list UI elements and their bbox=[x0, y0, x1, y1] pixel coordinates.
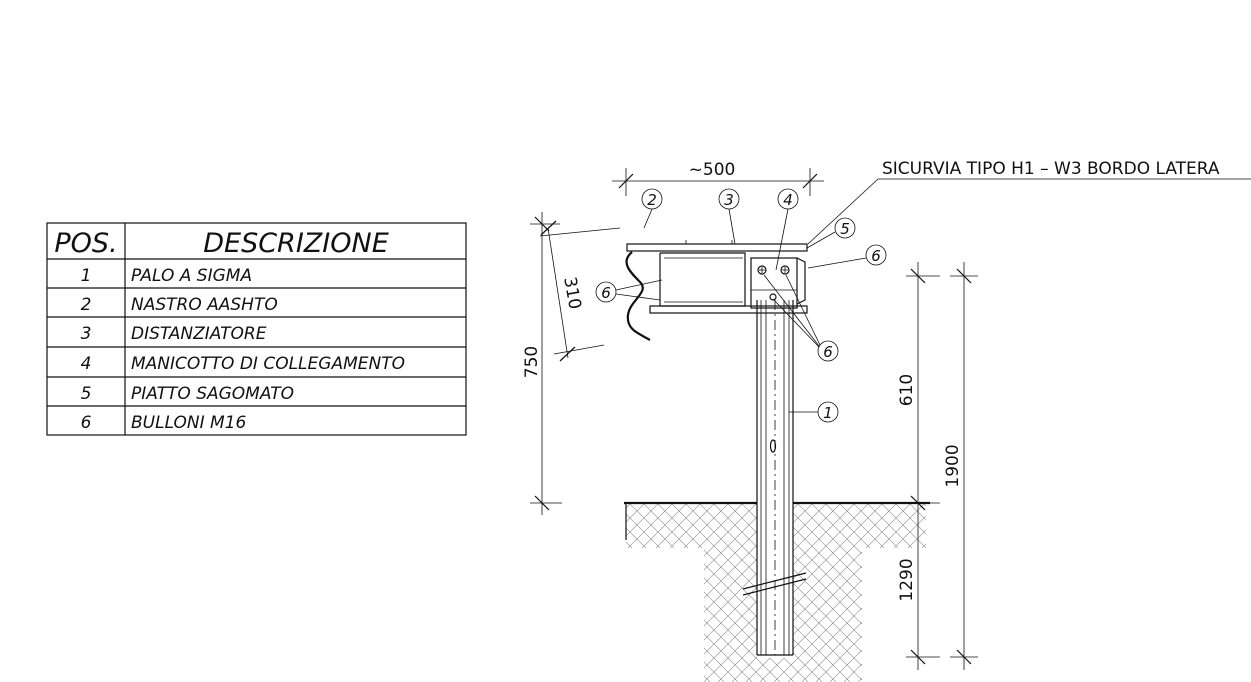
callout-circle bbox=[865, 244, 887, 266]
callout-label: 1 bbox=[823, 404, 833, 422]
callout-label: 6 bbox=[871, 247, 881, 265]
spacer-body bbox=[660, 252, 746, 307]
table-cell-pos: 6 bbox=[81, 413, 92, 433]
callout-label: 6 bbox=[601, 284, 611, 302]
bolt-icon bbox=[769, 293, 777, 301]
table-cell-description: NASTRO AASHTO bbox=[131, 295, 278, 315]
spacer-bottom-plate bbox=[649, 305, 808, 314]
break-line bbox=[742, 572, 807, 590]
callout-label: 5 bbox=[840, 220, 850, 238]
dimension-610-label: 610 bbox=[897, 374, 917, 406]
callout-label: 4 bbox=[783, 191, 793, 209]
title-leader-line bbox=[807, 178, 879, 245]
table-cell-pos: 4 bbox=[81, 354, 92, 374]
bolt-icon bbox=[780, 265, 790, 275]
post-hole bbox=[769, 439, 777, 453]
bolt-icon bbox=[757, 265, 767, 275]
table-header-pos: POS. bbox=[54, 228, 117, 259]
title-text: SICURVIA TIPO H1 – W3 BORDO LATERA bbox=[882, 159, 1220, 179]
dimension-310-label: 310 bbox=[559, 275, 584, 310]
table-cell-description: MANICOTTO DI COLLEGAMENTO bbox=[131, 354, 405, 374]
callout-label: 3 bbox=[724, 191, 734, 209]
dimension-1900-label: 1900 bbox=[943, 444, 963, 487]
table-cell-pos: 3 bbox=[81, 324, 92, 344]
dimension-1290-label: 1290 bbox=[897, 558, 917, 601]
table-cell-description: BULLONI M16 bbox=[131, 413, 247, 433]
drawing-title: SICURVIA TIPO H1 – W3 BORDO LATERA bbox=[807, 159, 1251, 245]
connection-sleeve bbox=[750, 257, 798, 309]
callout-circle bbox=[834, 217, 856, 239]
shaped-plate bbox=[796, 257, 806, 305]
table-cell-description: PIATTO SAGOMATO bbox=[131, 384, 294, 404]
table-cell-description: DISTANZIATORE bbox=[131, 324, 267, 344]
break-line bbox=[742, 578, 807, 596]
components-table: POS. DESCRIZIONE 1 PALO A SIGMA 2 NASTRO… bbox=[46, 222, 467, 436]
spacer-assembly bbox=[625, 240, 808, 341]
table-cell-description: PALO A SIGMA bbox=[131, 266, 252, 286]
aashto-tape bbox=[625, 251, 651, 341]
spacer-top-plate bbox=[626, 243, 808, 252]
callouts: 2 3 4 5 6 6 6 1 bbox=[595, 188, 887, 423]
table-cell-pos: 5 bbox=[81, 384, 92, 404]
table-border bbox=[46, 222, 467, 436]
table-header-description: DESCRIZIONE bbox=[203, 228, 389, 259]
dimension-750-label: 750 bbox=[522, 346, 542, 378]
table-cell-pos: 2 bbox=[81, 295, 92, 315]
callout-label: 6 bbox=[823, 343, 833, 361]
callout-label: 2 bbox=[647, 191, 657, 209]
callout-circle bbox=[817, 340, 839, 362]
callout-circle bbox=[595, 281, 617, 303]
table-cell-pos: 1 bbox=[81, 266, 92, 286]
dimension-width-label: ~500 bbox=[689, 160, 736, 180]
sigma-post bbox=[742, 300, 807, 658]
